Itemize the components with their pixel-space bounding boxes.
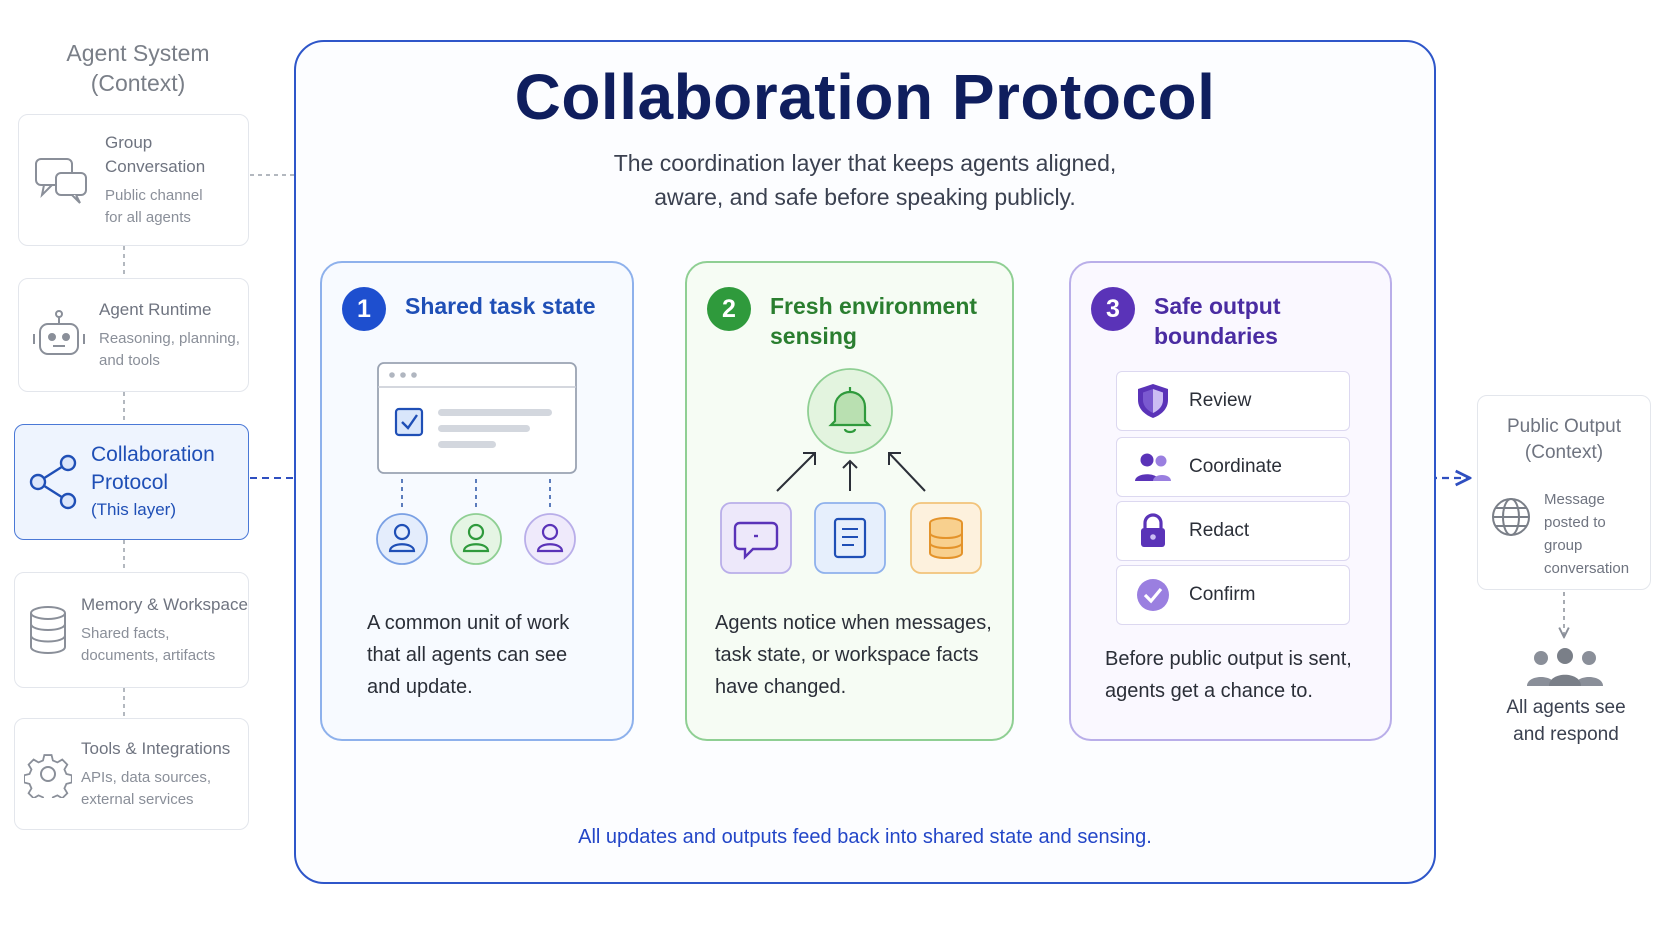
- public-output-description: Message posted to group conversation: [1544, 491, 1630, 577]
- page-title: Collaboration Protocol: [514, 61, 1216, 133]
- sidebar-item-collaboration-protocol[interactable]: Collaboration Protocol (This layer): [14, 424, 249, 540]
- step-number-badge: 3: [1091, 287, 1135, 331]
- check-circle-icon: [1117, 577, 1189, 613]
- sidebar-title: Agent System (Context): [66, 40, 210, 96]
- people-group-icon: [1117, 451, 1189, 483]
- step-description: Before public output is sent, agents get…: [1105, 648, 1352, 702]
- share-network-icon: [15, 451, 91, 513]
- message-bubble-icon: [720, 502, 792, 574]
- globe-icon: [1492, 498, 1530, 536]
- step-title: Safe output boundaries: [1154, 293, 1281, 349]
- sidebar-item-agent-runtime[interactable]: Agent Runtime Reasoning, planning, and t…: [18, 278, 249, 392]
- agent-avatar-green: [450, 513, 502, 565]
- option-redact: Redact: [1116, 501, 1350, 561]
- step-safe-output-boundaries: 3 Safe output boundaries Review Coordina…: [1069, 261, 1392, 741]
- all-agents-caption: All agents see and respond: [1506, 697, 1626, 745]
- public-output-card: Public Output (Context) Message posted t…: [1477, 395, 1651, 590]
- database-stack-icon: [910, 502, 982, 574]
- public-output-title: Public Output (Context): [1506, 416, 1622, 463]
- gear-icon: [15, 750, 81, 798]
- agent-avatar-blue: [376, 513, 428, 565]
- agent-avatar-purple: [524, 513, 576, 565]
- document-icon: [814, 502, 886, 574]
- step-fresh-environment-sensing: 2 Fresh environment sensing: [685, 261, 1014, 741]
- step-number-badge: 2: [707, 287, 751, 331]
- step-number-badge: 1: [342, 287, 386, 331]
- shield-icon: [1117, 382, 1189, 420]
- robot-icon: [19, 308, 99, 362]
- option-confirm: Confirm: [1116, 565, 1350, 625]
- sidebar-item-tools-integrations[interactable]: Tools & Integrations APIs, data sources,…: [14, 718, 249, 830]
- all-agents-icon: [1527, 648, 1603, 686]
- step-shared-task-state: 1 Shared task state A: [320, 261, 634, 741]
- step-title: Fresh environment sensing: [770, 293, 978, 349]
- bell-icon: [807, 368, 893, 454]
- sidebar-item-group-conversation[interactable]: Group Conversation Public channel for al…: [18, 114, 249, 246]
- option-review: Review: [1116, 371, 1350, 431]
- task-window-illustration: [376, 362, 577, 565]
- step-title: Shared task state: [405, 293, 596, 319]
- lock-icon: [1117, 513, 1189, 549]
- sidebar-item-memory-workspace[interactable]: Memory & Workspace Shared facts, documen…: [14, 572, 249, 688]
- feedback-loop-caption: All updates and outputs feed back into s…: [578, 826, 1152, 848]
- step-description: A common unit of work that all agents ca…: [367, 612, 570, 698]
- sensing-illustration: [720, 368, 982, 574]
- page-subtitle: The coordination layer that keeps agents…: [613, 150, 1117, 210]
- option-coordinate: Coordinate: [1116, 437, 1350, 497]
- chat-bubbles-icon: [19, 153, 105, 207]
- step-description: Agents notice when messages, task state,…: [715, 612, 992, 698]
- database-icon: [15, 604, 81, 656]
